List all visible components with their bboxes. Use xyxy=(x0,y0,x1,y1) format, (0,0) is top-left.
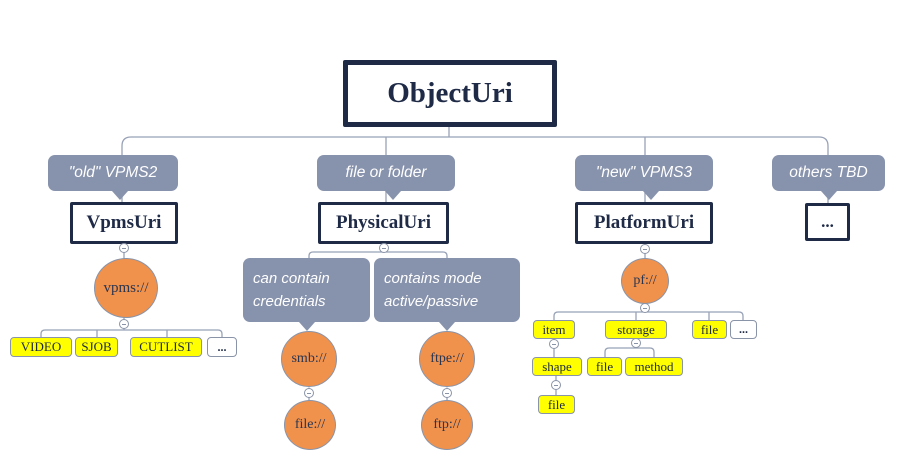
topic-others-more[interactable]: ... xyxy=(805,203,850,241)
topic-storage-file[interactable]: file xyxy=(587,357,622,376)
topic-storage[interactable]: storage xyxy=(605,320,667,339)
callout-can-contain-credentials[interactable]: can contain credentials xyxy=(243,258,370,331)
collapse-icon[interactable] xyxy=(119,319,129,329)
topic-platformuri[interactable]: PlatformUri xyxy=(575,202,713,244)
scheme-vpms[interactable]: vpms:// xyxy=(94,258,158,318)
collapse-icon[interactable] xyxy=(551,380,561,390)
topic-sjob[interactable]: SJOB xyxy=(75,337,118,357)
topic-cutlist[interactable]: CUTLIST xyxy=(130,337,202,357)
topic-vpmsuri[interactable]: VpmsUri xyxy=(70,202,178,244)
topic-method[interactable]: method xyxy=(625,357,683,376)
collapse-icon[interactable] xyxy=(304,388,314,398)
topic-pf-more[interactable]: ... xyxy=(730,320,757,339)
callout-new-vpms3[interactable]: "new" VPMS3 xyxy=(575,155,713,200)
scheme-ftp[interactable]: ftp:// xyxy=(421,400,473,450)
topic-physicaluri[interactable]: PhysicalUri xyxy=(318,202,449,244)
scheme-file[interactable]: file:// xyxy=(284,400,336,450)
topic-shape[interactable]: shape xyxy=(532,357,582,376)
topic-item[interactable]: item xyxy=(533,320,575,339)
scheme-pf[interactable]: pf:// xyxy=(621,258,669,304)
scheme-smb[interactable]: smb:// xyxy=(281,331,337,387)
collapse-icon[interactable] xyxy=(119,243,129,253)
topic-video[interactable]: VIDEO xyxy=(10,337,72,357)
root-topic-objecturi[interactable]: ObjectUri xyxy=(343,60,557,127)
callout-file-or-folder[interactable]: file or folder xyxy=(317,155,455,200)
collapse-icon[interactable] xyxy=(549,339,559,349)
collapse-icon[interactable] xyxy=(640,244,650,254)
topic-pf-file[interactable]: file xyxy=(692,320,727,339)
scheme-ftpe[interactable]: ftpe:// xyxy=(419,331,475,387)
collapse-icon[interactable] xyxy=(442,388,452,398)
callout-others-tbd[interactable]: others TBD xyxy=(772,155,885,200)
topic-shape-file[interactable]: file xyxy=(538,395,575,414)
collapse-icon[interactable] xyxy=(631,338,641,348)
callout-old-vpms2[interactable]: "old" VPMS2 xyxy=(48,155,178,200)
callout-contains-mode[interactable]: contains mode active/passive xyxy=(374,258,520,331)
topic-vpms-more[interactable]: ... xyxy=(207,337,237,357)
collapse-icon[interactable] xyxy=(379,243,389,253)
collapse-icon[interactable] xyxy=(640,303,650,313)
